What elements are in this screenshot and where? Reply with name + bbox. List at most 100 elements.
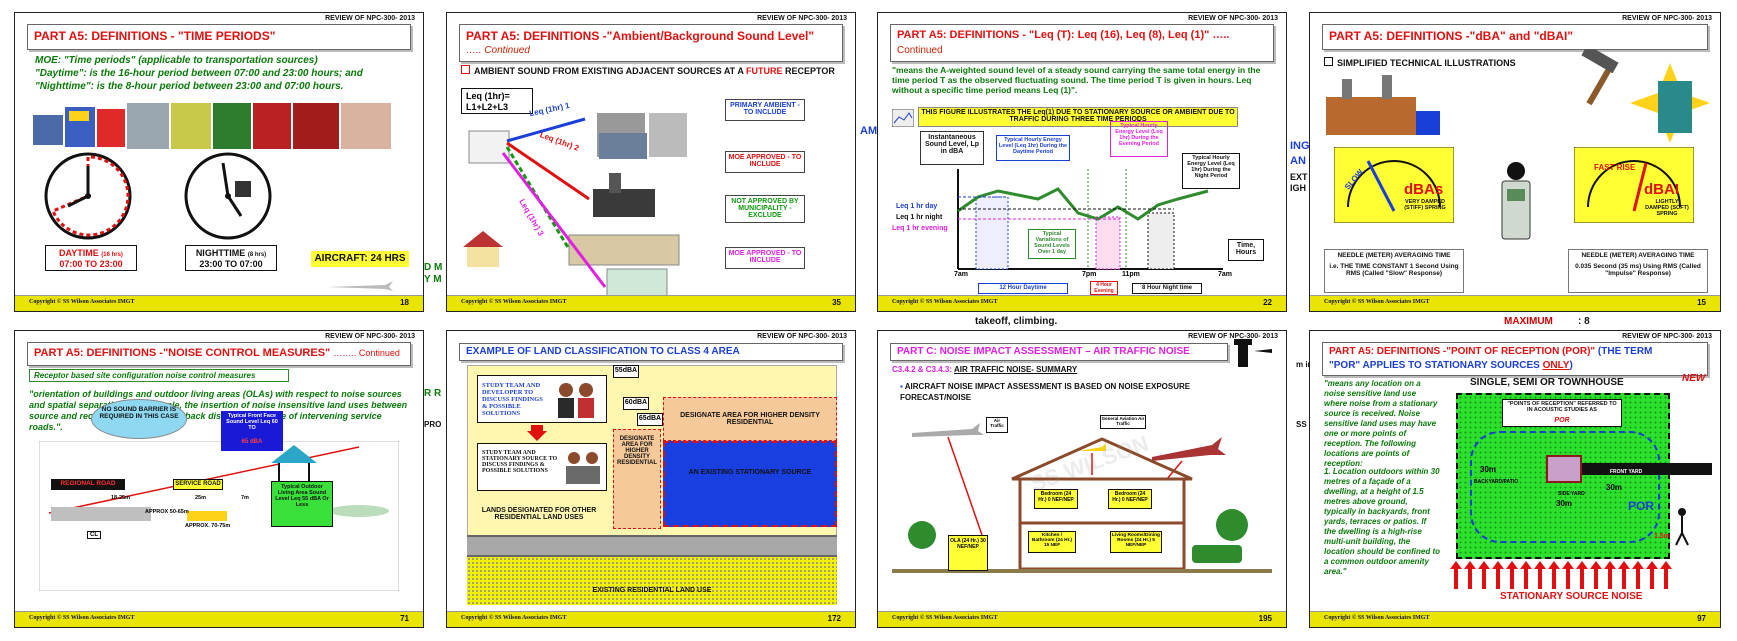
fragment-dm: D M xyxy=(424,262,443,273)
note-night-box: Typical Hourly Energy Level (Leq 1hr) Du… xyxy=(1182,153,1240,189)
period-evening: 4 Hour Evening xyxy=(1090,281,1118,295)
fast-meter-note: LIGHTLY DAMPED (SOFT) SPRING xyxy=(1645,199,1689,217)
title-box: PART A5: DEFINITIONS -"POINT OF RECEPTIO… xyxy=(1322,342,1708,376)
slide-footer: Copyright © SS Wilson Associates IMGT 19… xyxy=(878,611,1286,627)
slide-number: 195 xyxy=(1258,614,1272,623)
aircraft-box: AIRCRAFT: 24 HRS xyxy=(311,251,409,267)
fragment-rr: R R xyxy=(424,388,442,399)
front-yard-label: FRONT YARD xyxy=(1610,469,1643,475)
fast-meter-value: dBAI xyxy=(1644,181,1679,198)
copyright: Copyright © SS Wilson Associates IMGT xyxy=(892,299,998,305)
fragment-igh: IGH xyxy=(1290,183,1307,193)
slide-review-label: REVIEW OF NPC-300- 2013 xyxy=(757,333,847,340)
fragment-takeoff: takeoff, climbing. xyxy=(975,316,1058,327)
slide-title: PART A5: DEFINITIONS -"POINT OF RECEPTIO… xyxy=(1329,346,1653,357)
copyright: Copyright © SS Wilson Associates IMGT xyxy=(461,299,567,305)
sound-level-meter-icon xyxy=(1501,162,1531,240)
aircraft-label: AIRCRAFT: 24 HRS xyxy=(314,253,406,264)
nighttime-clock-icon xyxy=(184,152,272,240)
new-badge: NEW xyxy=(1682,373,1706,384)
title-box: EXAMPLE OF LAND CLASSIFICATION TO CLASS … xyxy=(459,343,843,361)
daytime-clock-icon xyxy=(44,152,132,240)
xlabel-box: Time, Hours xyxy=(1228,239,1264,261)
ola-callout: Typical Outdoor Living Area Sound Level … xyxy=(271,481,333,527)
slide-review-label: REVIEW OF NPC-300- 2013 xyxy=(757,15,847,22)
higher-density-left: DESIGNATE AREA FOR HIGHER DENSITY RESIDE… xyxy=(613,429,661,529)
fragment-ym: Y M xyxy=(424,274,442,285)
living-box: Living Rooms/Dining Rooms (24 Hr.) 5 NEF… xyxy=(1110,531,1162,553)
backyard-label: BACKYARD/PATIO xyxy=(1474,479,1519,485)
airport-icon xyxy=(1234,339,1272,367)
slide-ambient-sound: REVIEW OF NPC-300- 2013 PART A5: DEFINIT… xyxy=(446,12,856,312)
regional-road-label: REGIONAL ROAD xyxy=(51,479,125,490)
slide-footer: Copyright © SS Wilson Associates IMGT 35 xyxy=(447,295,855,311)
category-moe-approved-2: MOE APPROVED - TO INCLUDE xyxy=(725,247,805,269)
ylabel-box: Instantaneous Sound Level, Lp in dBA xyxy=(920,131,984,165)
copyright: Copyright © SS Wilson Associates IMGT xyxy=(1324,299,1430,305)
copyright: Copyright © SS Wilson Associates IMGT xyxy=(461,615,567,621)
title-box: PART A5: DEFINITIONS - "Leq (T): Leq (16… xyxy=(890,24,1274,62)
slide-footer: Copyright © SS Wilson Associates IMGT 15 xyxy=(1310,295,1720,311)
slide-review-label: REVIEW OF NPC-300- 2013 xyxy=(1622,15,1712,22)
slide-number: 97 xyxy=(1697,614,1706,623)
slide-title: PART A5: DEFINITIONS -"Ambient/Backgroun… xyxy=(466,29,815,43)
slide-footer: Copyright © SS Wilson Associates IMGT 97 xyxy=(1310,611,1720,627)
por-definition-item: 1. Location outdoors within 30 metres of… xyxy=(1324,467,1440,576)
category-primary: PRIMARY AMBIENT - TO INCLUDE xyxy=(725,99,805,121)
copyright: Copyright © SS Wilson Associates IMGT xyxy=(892,615,998,621)
legend-night: Leq 1 hr night xyxy=(896,214,943,221)
slide-number: 15 xyxy=(1697,298,1706,307)
meeting-icon xyxy=(566,452,600,484)
leq-definition-text: "means the A-weighted sound level of a s… xyxy=(892,65,1261,95)
leq-total-line2: L1+L2+L3 xyxy=(466,102,509,112)
subheading-box: Receptor based site configuration noise … xyxy=(29,369,289,382)
assessment-bullet: ▪ AIRCRAFT NOISE IMPACT ASSESSMENT IS BA… xyxy=(900,382,1191,402)
fragment-ext: EXT xyxy=(1290,172,1308,182)
dwelling-footprint xyxy=(1546,455,1582,483)
fragment-pro: PRO xyxy=(424,420,442,429)
noise-control-quote: "orientation of buildings and outdoor li… xyxy=(29,389,408,432)
slide-footer: Copyright © SS Wilson Associates IMGT 22 xyxy=(878,295,1286,311)
category-not-approved: NOT APPROVED BY MUNICIPALITY - EXCLUDE xyxy=(725,195,805,223)
fragment-ss: SS xyxy=(1296,420,1307,429)
slide-review-label: REVIEW OF NPC-300- 2013 xyxy=(325,15,415,22)
note-variation-box: Typical Variations of Sound Levels Over … xyxy=(1028,229,1076,259)
dist-18-25: 18-25m xyxy=(111,495,130,501)
title-box: PART A5: DEFINITIONS - "TIME PERIODS" xyxy=(27,24,411,50)
note-day-box: Typical Hourly Energy Level (Leq 1hr) Du… xyxy=(996,135,1070,161)
stationary-source-area: AN EXISTING STATIONARY SOURCE xyxy=(663,441,837,527)
dist-30-right: 30m xyxy=(1606,483,1623,492)
slide-review-label: REVIEW OF NPC-300- 2013 xyxy=(1188,15,1278,22)
por-definition: "means any location on a noise sensitive… xyxy=(1324,379,1438,468)
hammer-icon xyxy=(1581,49,1619,106)
daytime-line: "Daytime": is the 16-hour period between… xyxy=(35,68,363,79)
press-machine-icon xyxy=(1630,63,1710,143)
air-traffic-tag: Air Traffic xyxy=(986,417,1008,433)
height-label: 1.5m xyxy=(1654,533,1670,540)
person-icon xyxy=(1675,508,1689,546)
slide-number: 71 xyxy=(400,614,409,623)
leq-chart-icon xyxy=(892,109,914,127)
approx-50-65: APPROX 50-65m xyxy=(145,509,189,515)
copyright: Copyright © SS Wilson Associates IMGT xyxy=(29,615,135,621)
slide-title: PART A5: DEFINITIONS -"NOISE CONTROL MEA… xyxy=(34,347,400,359)
slide-title: PART A5: DEFINITIONS - "Leq (T): Leq (16… xyxy=(897,29,1230,41)
gap-strip xyxy=(0,280,1737,302)
house-icon xyxy=(463,231,503,267)
nighttime-box: NIGHTTIME (8 hrs) 23:00 TO 07:00 xyxy=(185,245,277,271)
service-road-label: SERVICE ROAD xyxy=(173,479,223,490)
fragment-am: AM xyxy=(860,125,878,137)
slide-air-traffic: REVIEW OF NPC-300- 2013 PART C: NOISE IM… xyxy=(877,330,1287,628)
higher-density-top: DESIGNATE AREA FOR HIGHER DENSITY RESIDE… xyxy=(663,397,837,441)
slide-heading: AMBIENT SOUND FROM EXISTING ADJACENT SOU… xyxy=(461,65,835,76)
fragment-maximum: MAXIMUM xyxy=(1504,316,1553,327)
daytime-label: DAYTIME xyxy=(59,248,99,258)
daytime-sub: (16 hrs) xyxy=(101,252,123,258)
leq-total-line1: Leq (1hr)= xyxy=(466,91,510,101)
down-arrow-icon xyxy=(527,425,547,441)
slide-noise-control: REVIEW OF NPC-300- 2013 PART A5: DEFINIT… xyxy=(14,330,424,628)
slow-meter-note: VERY DAMPED (STIFF) SPRING xyxy=(1404,199,1446,211)
slide-title-line2: "POR" APPLIES TO STATIONARY SOURCES ONLY… xyxy=(1329,360,1573,371)
slide-review-label: REVIEW OF NPC-300- 2013 xyxy=(1622,333,1712,340)
nighttime-line: "Nighttime": is the 8-hour period betwee… xyxy=(35,81,344,92)
